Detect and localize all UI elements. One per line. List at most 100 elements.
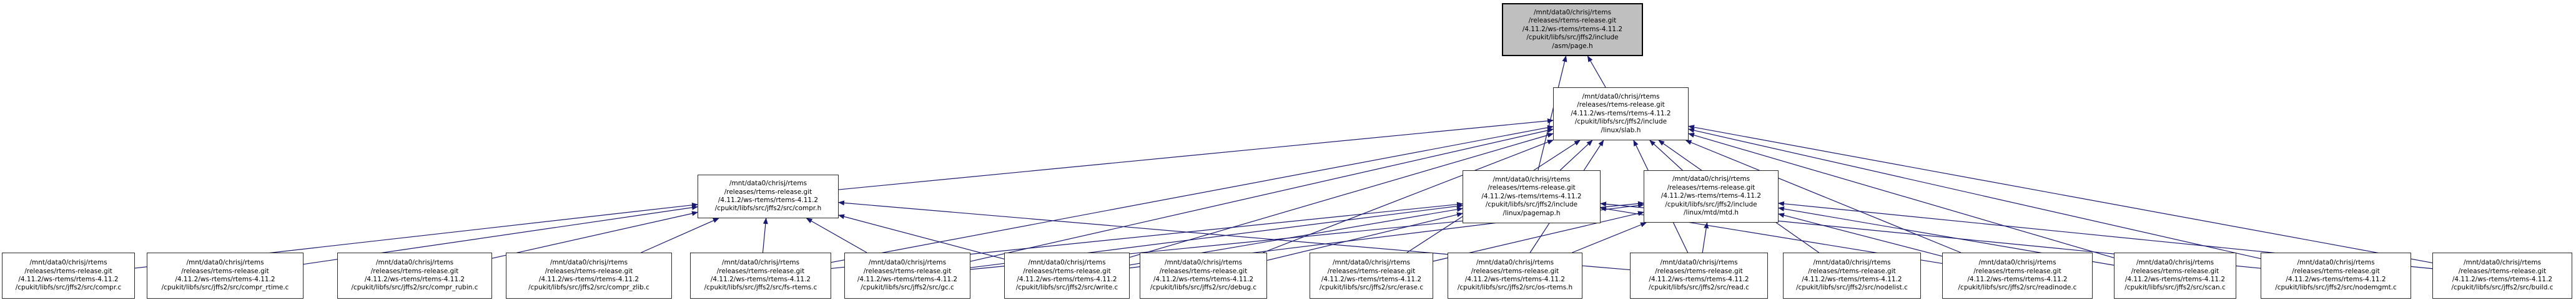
include-edge-readinode_c-to-slab_h (1685, 140, 1962, 253)
node-path-line: /cpukit/libfs/src/jffs2/src/compr_zlib.c (528, 284, 649, 292)
node-path-line: /cpukit/libfs/src/jffs2/src/read.c (1649, 284, 1749, 292)
node-path-line: /releases/rtems-release.git (2292, 267, 2380, 275)
node-path-line: /mnt/data0/chrisj/rtems (1332, 259, 1411, 267)
node-path-line: /4.11.2/ws-rtems/rtems-4.11.2 (2124, 276, 2226, 283)
graph-node-page_h[interactable]: /mnt/data0/chrisj/rtems/releases/rtems-r… (1502, 3, 1643, 56)
graph-node-gc_c[interactable]: /mnt/data0/chrisj/rtems/releases/rtems-r… (844, 253, 970, 299)
node-path-line: /mnt/data0/chrisj/rtems (2297, 259, 2375, 267)
node-path-line: /4.11.2/ws-rtems/rtems-4.11.2 (1522, 25, 1623, 33)
node-path-line: /4.11.2/ws-rtems/rtems-4.11.2 (175, 276, 275, 283)
graph-node-slab_h[interactable]: /mnt/data0/chrisj/rtems/releases/rtems-r… (1553, 87, 1689, 140)
node-path-line: /releases/rtems-release.git (716, 267, 805, 275)
include-edge-write_c-to-compr_h (838, 214, 1005, 259)
node-path-line: /releases/rtems-release.git (1471, 267, 1559, 275)
node-path-line: /releases/rtems-release.git (2131, 267, 2219, 275)
include-edge-gc_c-to-slab_h (970, 128, 1554, 262)
include-edge-compr_zlib_c-to-compr_h (641, 218, 719, 253)
node-path-line: /releases/rtems-release.git (1327, 267, 1416, 275)
include-edge-build_c-to-slab_h (1688, 125, 2433, 263)
graph-node-fs_rtems_c[interactable]: /mnt/data0/chrisj/rtems/releases/rtems-r… (690, 253, 831, 299)
include-edge-compr_rubin_c-to-compr_h (491, 211, 698, 259)
graph-node-nodelist_c[interactable]: /mnt/data0/chrisj/rtems/releases/rtems-r… (1783, 253, 1921, 299)
include-edge-fs_rtems_c-to-slab_h (831, 125, 1554, 263)
node-path-line: /mnt/data0/chrisj/rtems (1493, 175, 1571, 183)
node-path-line: /mnt/data0/chrisj/rtems (868, 259, 947, 267)
node-path-line: /mnt/data0/chrisj/rtems (1978, 259, 2056, 267)
graph-node-write_c[interactable]: /mnt/data0/chrisj/rtems/releases/rtems-r… (1004, 253, 1130, 299)
node-path-line: /4.11.2/ws-rtems/rtems-4.11.2 (1661, 192, 1762, 200)
node-path-line: /4.11.2/ws-rtems/rtems-4.11.2 (1967, 276, 2068, 283)
graph-node-read_c[interactable]: /mnt/data0/chrisj/rtems/releases/rtems-r… (1630, 253, 1768, 299)
node-path-line: /asm/page.h (1552, 42, 1593, 50)
node-path-line: /releases/rtems-release.git (181, 267, 269, 275)
node-path-line: /releases/rtems-release.git (2458, 267, 2547, 275)
node-path-line: /mnt/data0/chrisj/rtems (550, 259, 628, 267)
graph-node-compr_c[interactable]: /mnt/data0/chrisj/rtems/releases/rtems-r… (2, 253, 135, 299)
node-path-line: /cpukit/libfs/src/jffs2/include (1526, 34, 1619, 42)
node-path-line: /mnt/data0/chrisj/rtems (1813, 259, 1891, 267)
node-path-line: /cpukit/libfs/src/jffs2/src/scan.c (2124, 284, 2226, 292)
node-path-line: /releases/rtems-release.git (1488, 184, 1576, 192)
node-path-line: /cpukit/libfs/src/jffs2/src/debug.c (1150, 284, 1257, 292)
graph-node-readinode_c[interactable]: /mnt/data0/chrisj/rtems/releases/rtems-r… (1942, 253, 2093, 299)
node-path-line: /cpukit/libfs/src/jffs2/include (1574, 118, 1667, 126)
include-edge-compr_h-to-slab_h (838, 118, 1554, 190)
node-path-line: /mnt/data0/chrisj/rtems (1164, 259, 1243, 267)
include-edge-nodemgmt_c-to-slab_h (1688, 128, 2261, 259)
node-path-line: /releases/rtems-release.git (24, 267, 112, 275)
graph-node-compr_rtime_c[interactable]: /mnt/data0/chrisj/rtems/releases/rtems-r… (147, 253, 303, 299)
node-path-line: /cpukit/libfs/src/jffs2/src/compr_rtime.… (161, 284, 289, 292)
node-path-line: /mnt/data0/chrisj/rtems (1476, 259, 1554, 267)
node-path-line: /releases/rtems-release.git (370, 267, 459, 275)
node-path-line: /releases/rtems-release.git (1973, 267, 2061, 275)
include-edge-pagemap_h-to-slab_h (1559, 140, 1593, 171)
include-edge-gc_c-to-compr_h (806, 218, 867, 253)
node-path-line: /cpukit/libfs/src/jffs2/src/nodemgmt.c (2275, 284, 2397, 292)
node-path-line: /4.11.2/ws-rtems/rtems-4.11.2 (1464, 276, 1566, 283)
graph-node-mtd_h[interactable]: /mnt/data0/chrisj/rtems/releases/rtems-r… (1644, 170, 1779, 223)
include-edge-slab_h-to-page_h (1587, 56, 1606, 88)
node-path-line: /4.11.2/ws-rtems/rtems-4.11.2 (1649, 276, 1749, 283)
node-path-line: /4.11.2/ws-rtems/rtems-4.11.2 (1017, 276, 1117, 283)
node-path-line: /cpukit/libfs/src/jffs2/src/erase.c (1319, 284, 1424, 292)
node-path-line: /mnt/data0/chrisj/rtems (1660, 259, 1738, 267)
node-path-line: /cpukit/libfs/src/jffs2/src/compr_rubin.… (351, 284, 478, 292)
node-path-line: /mnt/data0/chrisj/rtems (721, 259, 800, 267)
node-path-line: /4.11.2/ws-rtems/rtems-4.11.2 (2452, 276, 2553, 283)
include-edge-fs_rtems_c-to-compr_h (762, 218, 768, 253)
graph-node-erase_c[interactable]: /mnt/data0/chrisj/rtems/releases/rtems-r… (1310, 253, 1433, 299)
graph-node-compr_h[interactable]: /mnt/data0/chrisj/rtems/releases/rtems-r… (698, 175, 839, 218)
node-path-line: /cpukit/libfs/src/jffs2/src/build.c (2451, 284, 2554, 292)
graph-node-build_c[interactable]: /mnt/data0/chrisj/rtems/releases/rtems-r… (2432, 253, 2572, 299)
node-path-line: /cpukit/libfs/src/jffs2/src/write.c (1015, 284, 1118, 292)
node-path-line: /releases/rtems-release.git (1655, 267, 1743, 275)
node-path-line: /cpukit/libfs/src/jffs2/include (1485, 201, 1578, 209)
node-path-line: /4.11.2/ws-rtems/rtems-4.11.2 (1321, 276, 1422, 283)
node-path-line: /cpukit/libfs/src/jffs2/src/fs-rtems.c (704, 284, 817, 292)
graph-node-compr_zlib_c[interactable]: /mnt/data0/chrisj/rtems/releases/rtems-r… (506, 253, 672, 299)
graph-node-os_rtems_h[interactable]: /mnt/data0/chrisj/rtems/releases/rtems-r… (1448, 253, 1582, 299)
include-edge-write_c-to-slab_h (1129, 132, 1554, 258)
node-path-line: /releases/rtems-release.git (1667, 183, 1755, 191)
node-path-line: /cpukit/libfs/src/jffs2/src/compr.c (15, 284, 122, 292)
include-edge-mtd_h-to-slab_h (1649, 140, 1683, 171)
node-path-line: /4.11.2/ws-rtems/rtems-4.11.2 (538, 276, 639, 283)
node-path-line: /4.11.2/ws-rtems/rtems-4.11.2 (2286, 276, 2386, 283)
graph-node-scan_c[interactable]: /mnt/data0/chrisj/rtems/releases/rtems-r… (2114, 253, 2236, 299)
graph-node-nodemgmt_c[interactable]: /mnt/data0/chrisj/rtems/releases/rtems-r… (2261, 253, 2411, 299)
node-path-line: /releases/rtems-release.git (1577, 101, 1665, 109)
node-path-line: /4.11.2/ws-rtems/rtems-4.11.2 (718, 196, 819, 204)
node-path-line: /4.11.2/ws-rtems/rtems-4.11.2 (364, 276, 465, 283)
node-path-line: /mnt/data0/chrisj/rtems (1582, 92, 1660, 100)
graph-node-debug_c[interactable]: /mnt/data0/chrisj/rtems/releases/rtems-r… (1140, 253, 1267, 299)
node-path-line: /4.11.2/ws-rtems/rtems-4.11.2 (1802, 276, 1902, 283)
node-path-line: /mnt/data0/chrisj/rtems (1672, 175, 1750, 183)
node-path-line: /linux/slab.h (1601, 126, 1641, 134)
node-path-line: /mnt/data0/chrisj/rtems (1028, 259, 1106, 267)
graph-node-pagemap_h[interactable]: /mnt/data0/chrisj/rtems/releases/rtems-r… (1463, 170, 1601, 223)
node-path-line: /mnt/data0/chrisj/rtems (2463, 259, 2542, 267)
graph-node-compr_rubin_c[interactable]: /mnt/data0/chrisj/rtems/releases/rtems-r… (337, 253, 492, 299)
node-path-line: /releases/rtems-release.git (1023, 267, 1111, 275)
node-path-line: /linux/mtd/mtd.h (1684, 209, 1739, 217)
